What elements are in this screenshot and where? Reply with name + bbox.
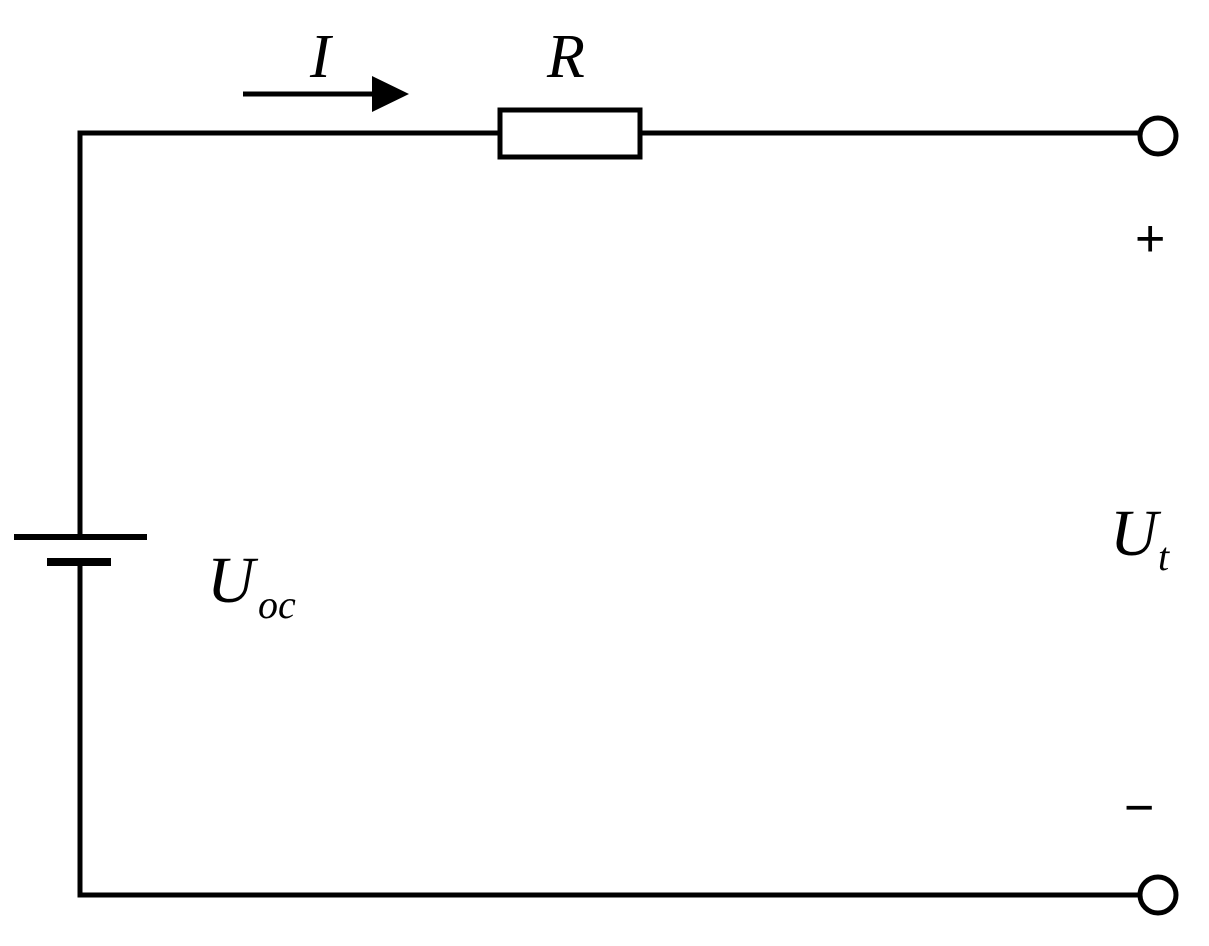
wire-top-left	[77, 130, 500, 537]
source-voltage-subscript: oc	[258, 582, 296, 627]
current-arrow	[243, 76, 409, 112]
battery-symbol	[14, 534, 147, 566]
wire-left-bottom	[77, 562, 1140, 898]
resistor-label: R	[546, 23, 585, 91]
plus-sign: +	[1135, 210, 1165, 268]
terminal-positive	[1137, 115, 1179, 157]
terminal-voltage-subscript: t	[1158, 534, 1170, 579]
terminal-negative	[1137, 874, 1179, 916]
source-voltage-label: U	[207, 544, 259, 617]
current-label: I	[309, 23, 334, 91]
minus-sign: −	[1124, 779, 1154, 837]
terminal-voltage-label: U	[1110, 497, 1162, 570]
resistor	[497, 107, 643, 160]
